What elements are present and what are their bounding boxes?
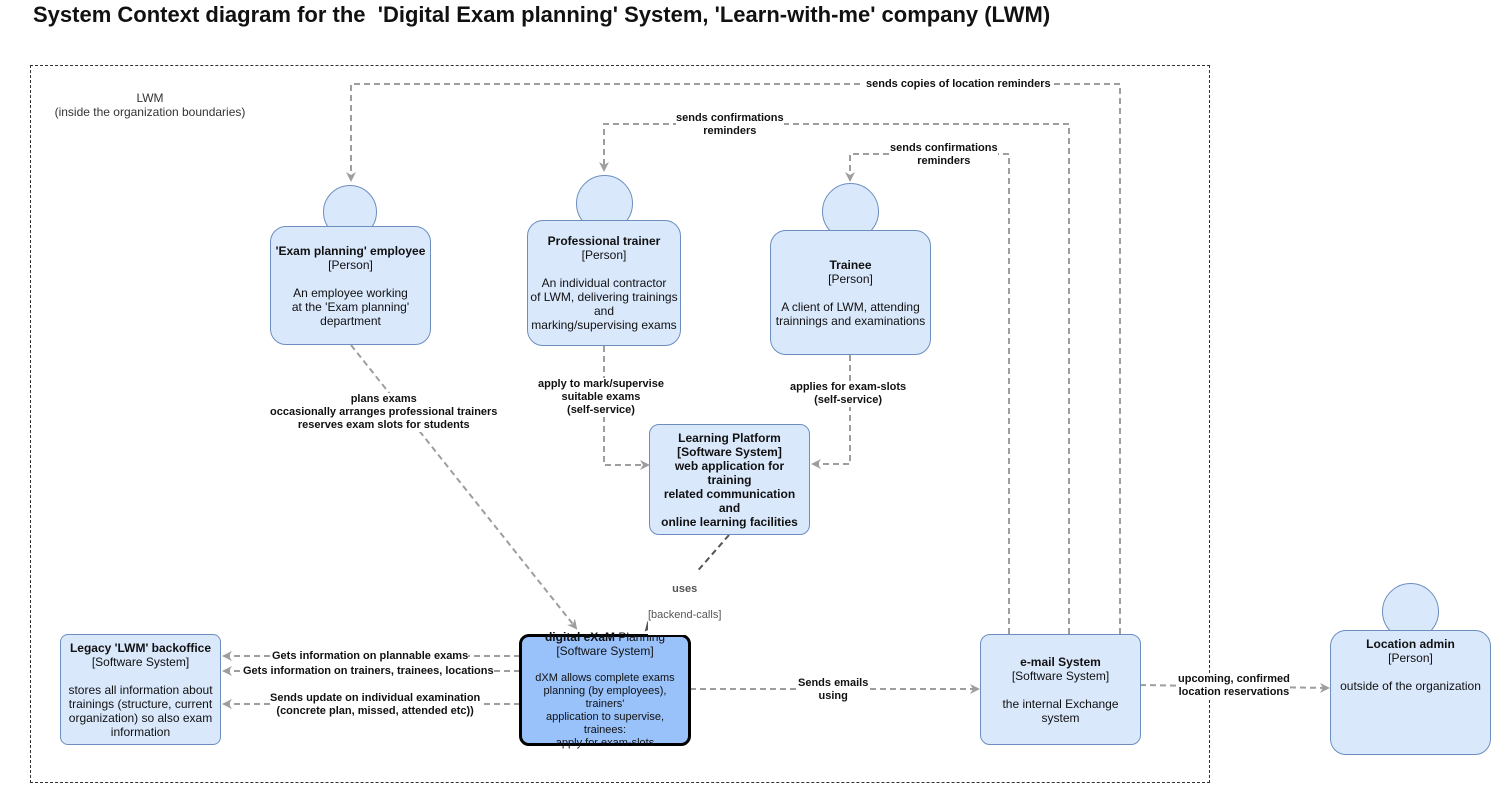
learning-platform-system[interactable]: Learning Platform [Software System] web …: [649, 424, 810, 535]
label-uses-tech: [backend-calls]: [648, 609, 722, 621]
label-applies-slots: applies for exam-slots (self-service): [790, 381, 907, 407]
exam-employee-person[interactable]: 'Exam planning' employee [Person] An emp…: [270, 226, 431, 345]
trainer-type: [Person]: [581, 248, 627, 262]
trainee-type: [Person]: [828, 271, 873, 286]
exam-employee-desc: An employee working at the 'Exam plannin…: [291, 285, 410, 328]
label-apply-mark: apply to mark/supervise suitable exams (…: [538, 378, 664, 417]
boundary-label: LWM (inside the organization boundaries): [38, 91, 262, 119]
edge-trainer-confirm: [599, 123, 1070, 634]
edge-applies-slots: [811, 355, 851, 469]
label-sends-update: Sends update on individual examination (…: [270, 692, 481, 718]
email-desc: the internal Exchange system: [1002, 696, 1119, 725]
edge-trainee-confirm: [845, 153, 1010, 634]
email-name: e-mail System: [1020, 654, 1101, 669]
trainee-desc: A client of LWM, attending trainnings an…: [775, 299, 926, 328]
edge-plans-exams: [350, 344, 578, 630]
trainer-desc: An individual contractor of LWM, deliver…: [530, 276, 678, 332]
dxm-name: digital eXaM Planning: [544, 630, 666, 644]
email-type: [Software System]: [1011, 668, 1110, 683]
exam-employee-type: [Person]: [328, 257, 373, 272]
legacy-desc: stores all information about trainings (…: [68, 682, 213, 739]
diagram-title: System Context diagram for the 'Digital …: [33, 2, 1051, 27]
label-uses-text: uses: [672, 583, 698, 595]
location-admin-type: [Person]: [1388, 651, 1433, 665]
trainee-name: Trainee: [829, 257, 872, 272]
boundary-label-line1: LWM: [136, 91, 164, 105]
label-sends-emails: Sends emails using: [798, 677, 869, 703]
edge-copies-reminders: [346, 83, 1121, 634]
trainer-name: Professional trainer: [547, 234, 661, 248]
location-admin-name: Location admin: [1366, 637, 1455, 651]
label-trainee-confirm: sends confirmations reminders: [890, 142, 998, 168]
boundary-label-line2: (inside the organization boundaries): [54, 105, 246, 119]
trainer-person[interactable]: Professional trainer [Person] An individ…: [527, 220, 681, 346]
label-copies-reminders: sends copies of location reminders: [864, 78, 1053, 91]
organization-boundary: [30, 65, 1210, 783]
label-plans-exams: plans exams occasionally arranges profes…: [270, 393, 498, 432]
legacy-name: Legacy 'LWM' backoffice: [69, 640, 212, 655]
legacy-backoffice-system[interactable]: Legacy 'LWM' backoffice [Software System…: [60, 634, 221, 745]
learning-platform-name: Learning Platform: [678, 430, 781, 445]
label-trainer-confirm: sends confirmations reminders: [676, 112, 784, 138]
email-system[interactable]: e-mail System [Software System] the inte…: [980, 634, 1141, 745]
location-admin-desc: outside of the organization: [1340, 679, 1481, 693]
dxm-desc: dXM allows complete exams planning (by e…: [535, 672, 675, 749]
label-uses: uses [backend-calls]: [648, 570, 722, 635]
dxm-type: [Software System]: [556, 644, 654, 658]
trainee-person[interactable]: Trainee [Person] A client of LWM, attend…: [770, 230, 931, 355]
dxm-planning-system[interactable]: digital eXaM Planning [Software System] …: [519, 630, 691, 749]
label-gets-plannable: Gets information on plannable exams: [272, 650, 469, 663]
label-upcoming: upcoming, confirmed location reservation…: [1178, 673, 1290, 699]
label-gets-trainers: Gets information on trainers, trainees, …: [243, 665, 494, 678]
exam-employee-name: 'Exam planning' employee: [275, 243, 426, 258]
learning-platform-type: [Software System]: [677, 444, 782, 459]
location-admin-person[interactable]: Location admin [Person] outside of the o…: [1330, 630, 1491, 755]
legacy-type: [Software System]: [91, 654, 190, 669]
learning-platform-desc: web application for training related com…: [661, 458, 798, 529]
